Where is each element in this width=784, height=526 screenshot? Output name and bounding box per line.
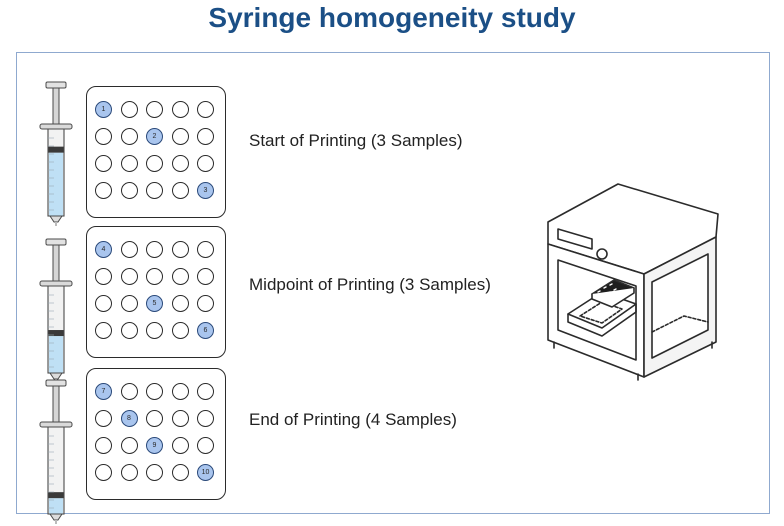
sample-well: 2: [146, 128, 163, 145]
empty-well: [197, 128, 214, 145]
empty-well: [95, 437, 112, 454]
empty-well: [171, 182, 189, 199]
page-title: Syringe homogeneity study: [208, 2, 576, 33]
syringe-icon: [39, 81, 73, 226]
sample-well: 4: [95, 241, 112, 258]
sample-well: 5: [146, 295, 163, 312]
empty-well: [197, 437, 214, 454]
empty-well: [197, 155, 214, 172]
empty-well: [171, 437, 189, 454]
empty-well: [197, 241, 214, 258]
sample-well: 1: [95, 101, 112, 118]
empty-well: [197, 410, 214, 427]
empty-well: [95, 410, 112, 427]
empty-well: [171, 464, 189, 481]
empty-well: [95, 295, 112, 312]
sample-well: 6: [197, 322, 214, 339]
syringe-icon: [39, 379, 73, 524]
empty-well: [146, 322, 163, 339]
empty-well: [197, 101, 214, 118]
sample-well: 9: [146, 437, 163, 454]
empty-well: [146, 155, 163, 172]
empty-well: [95, 322, 112, 339]
section-label-midpoint: Midpoint of Printing (3 Samples): [249, 275, 491, 294]
empty-well: [171, 295, 189, 312]
empty-well: [146, 410, 163, 427]
empty-well: [120, 383, 138, 400]
empty-well: [120, 437, 138, 454]
empty-well: [171, 383, 189, 400]
empty-well: [171, 128, 189, 145]
empty-well: [95, 464, 112, 481]
empty-well: [171, 155, 189, 172]
sample-well: 8: [120, 410, 138, 427]
empty-well: [171, 410, 189, 427]
empty-well: [146, 182, 163, 199]
empty-well: [120, 128, 138, 145]
empty-well: [120, 155, 138, 172]
empty-well: [146, 101, 163, 118]
empty-well: [95, 268, 112, 285]
empty-well: [171, 241, 189, 258]
well-plate: 4 5 6: [86, 226, 226, 358]
empty-well: [146, 464, 163, 481]
empty-well: [146, 268, 163, 285]
syringe-icon: [39, 238, 73, 383]
empty-well: [120, 182, 138, 199]
empty-well: [95, 155, 112, 172]
empty-well: [171, 268, 189, 285]
empty-well: [120, 101, 138, 118]
empty-well: [120, 295, 138, 312]
empty-well: [197, 383, 214, 400]
empty-well: [171, 101, 189, 118]
empty-well: [146, 383, 163, 400]
sample-well: 7: [95, 383, 112, 400]
empty-well: [95, 182, 112, 199]
empty-well: [120, 241, 138, 258]
empty-well: [197, 268, 214, 285]
section-label-start: Start of Printing (3 Samples): [249, 131, 463, 150]
empty-well: [146, 241, 163, 258]
empty-well: [95, 128, 112, 145]
sample-well: 3: [197, 182, 214, 199]
section-label-end: End of Printing (4 Samples): [249, 410, 457, 429]
empty-well: [120, 464, 138, 481]
sample-well: 10: [197, 464, 214, 481]
empty-well: [197, 295, 214, 312]
3d-printer-icon: [547, 183, 719, 381]
well-plate: 1 2 3: [86, 86, 226, 218]
empty-well: [171, 322, 189, 339]
empty-well: [120, 268, 138, 285]
empty-well: [120, 322, 138, 339]
